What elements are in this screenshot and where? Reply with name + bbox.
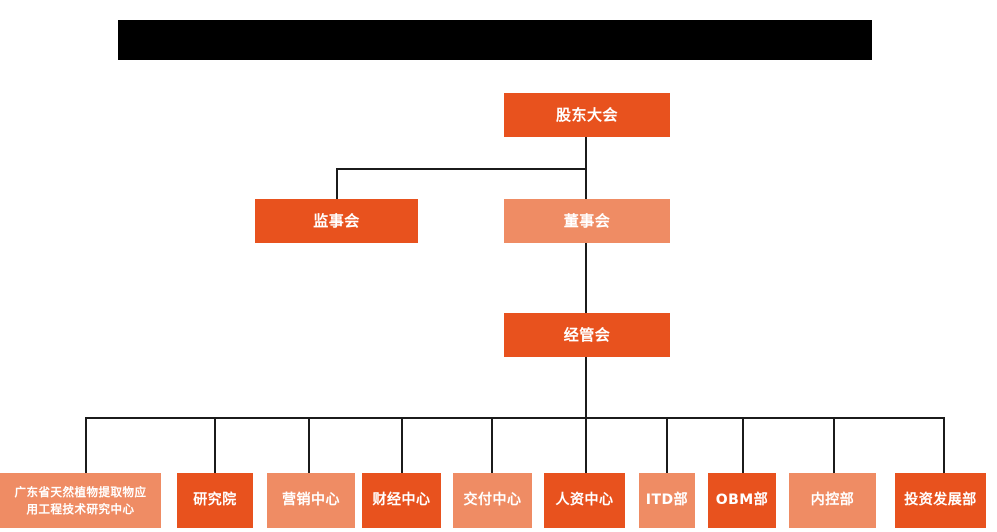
connector-to-itd-dept xyxy=(666,417,668,473)
connector-to-research-institute xyxy=(214,417,216,473)
connector-management-down xyxy=(585,357,587,418)
connector-to-marketing-center xyxy=(308,417,310,473)
connector-to-obm-dept xyxy=(742,417,744,473)
node-delivery-center-label: 交付中心 xyxy=(463,491,522,508)
connector-to-directors xyxy=(585,168,587,199)
node-supervisors[interactable]: 监事会 xyxy=(255,199,418,243)
node-marketing-center-label: 营销中心 xyxy=(282,491,340,508)
node-internal-control-dept-label: 内控部 xyxy=(810,491,855,508)
connector-to-research-center xyxy=(85,417,87,473)
node-supervisors-label: 监事会 xyxy=(313,211,360,230)
node-research-institute-label: 研究院 xyxy=(193,491,237,508)
connector-to-supervisors xyxy=(336,168,338,199)
node-marketing-center[interactable]: 营销中心 xyxy=(267,473,355,528)
node-directors[interactable]: 董事会 xyxy=(504,199,670,243)
node-finance-center[interactable]: 财经中心 xyxy=(362,473,441,528)
connector-to-delivery-center xyxy=(491,417,493,473)
connector-to-hr-center xyxy=(585,417,587,473)
connector-level4-bus xyxy=(85,417,945,419)
node-obm-dept[interactable]: OBM部 xyxy=(708,473,776,528)
node-directors-label: 董事会 xyxy=(563,211,611,230)
node-research-center-label-line1: 广东省天然植物提取物应 xyxy=(14,484,147,499)
node-investment-dev-dept[interactable]: 投资发展部 xyxy=(895,473,986,528)
node-obm-dept-label: OBM部 xyxy=(715,491,769,508)
node-research-center[interactable]: 广东省天然植物提取物应 用工程技术研究中心 xyxy=(0,473,161,528)
node-hr-center[interactable]: 人资中心 xyxy=(544,473,625,528)
node-itd-dept[interactable]: ITD部 xyxy=(639,473,695,528)
node-research-institute[interactable]: 研究院 xyxy=(177,473,253,528)
node-shareholders[interactable]: 股东大会 xyxy=(504,93,670,137)
connector-shareholders-down xyxy=(585,137,587,169)
connector-level2-bus xyxy=(336,168,587,170)
node-finance-center-label: 财经中心 xyxy=(372,491,431,508)
node-internal-control-dept[interactable]: 内控部 xyxy=(789,473,876,528)
node-hr-center-label: 人资中心 xyxy=(555,491,614,508)
connector-directors-to-management xyxy=(585,243,587,313)
title-banner xyxy=(118,20,872,60)
node-delivery-center[interactable]: 交付中心 xyxy=(453,473,532,528)
node-investment-dev-dept-label: 投资发展部 xyxy=(904,491,977,508)
connector-to-investment-dev-dept xyxy=(943,417,945,473)
connector-to-finance-center xyxy=(401,417,403,473)
node-management[interactable]: 经管会 xyxy=(504,313,670,357)
node-itd-dept-label: ITD部 xyxy=(645,491,689,508)
node-management-label: 经管会 xyxy=(563,325,611,344)
node-research-center-label-line2: 用工程技术研究中心 xyxy=(26,501,135,516)
connector-to-internal-control-dept xyxy=(833,417,835,473)
node-shareholders-label: 股东大会 xyxy=(555,105,618,124)
